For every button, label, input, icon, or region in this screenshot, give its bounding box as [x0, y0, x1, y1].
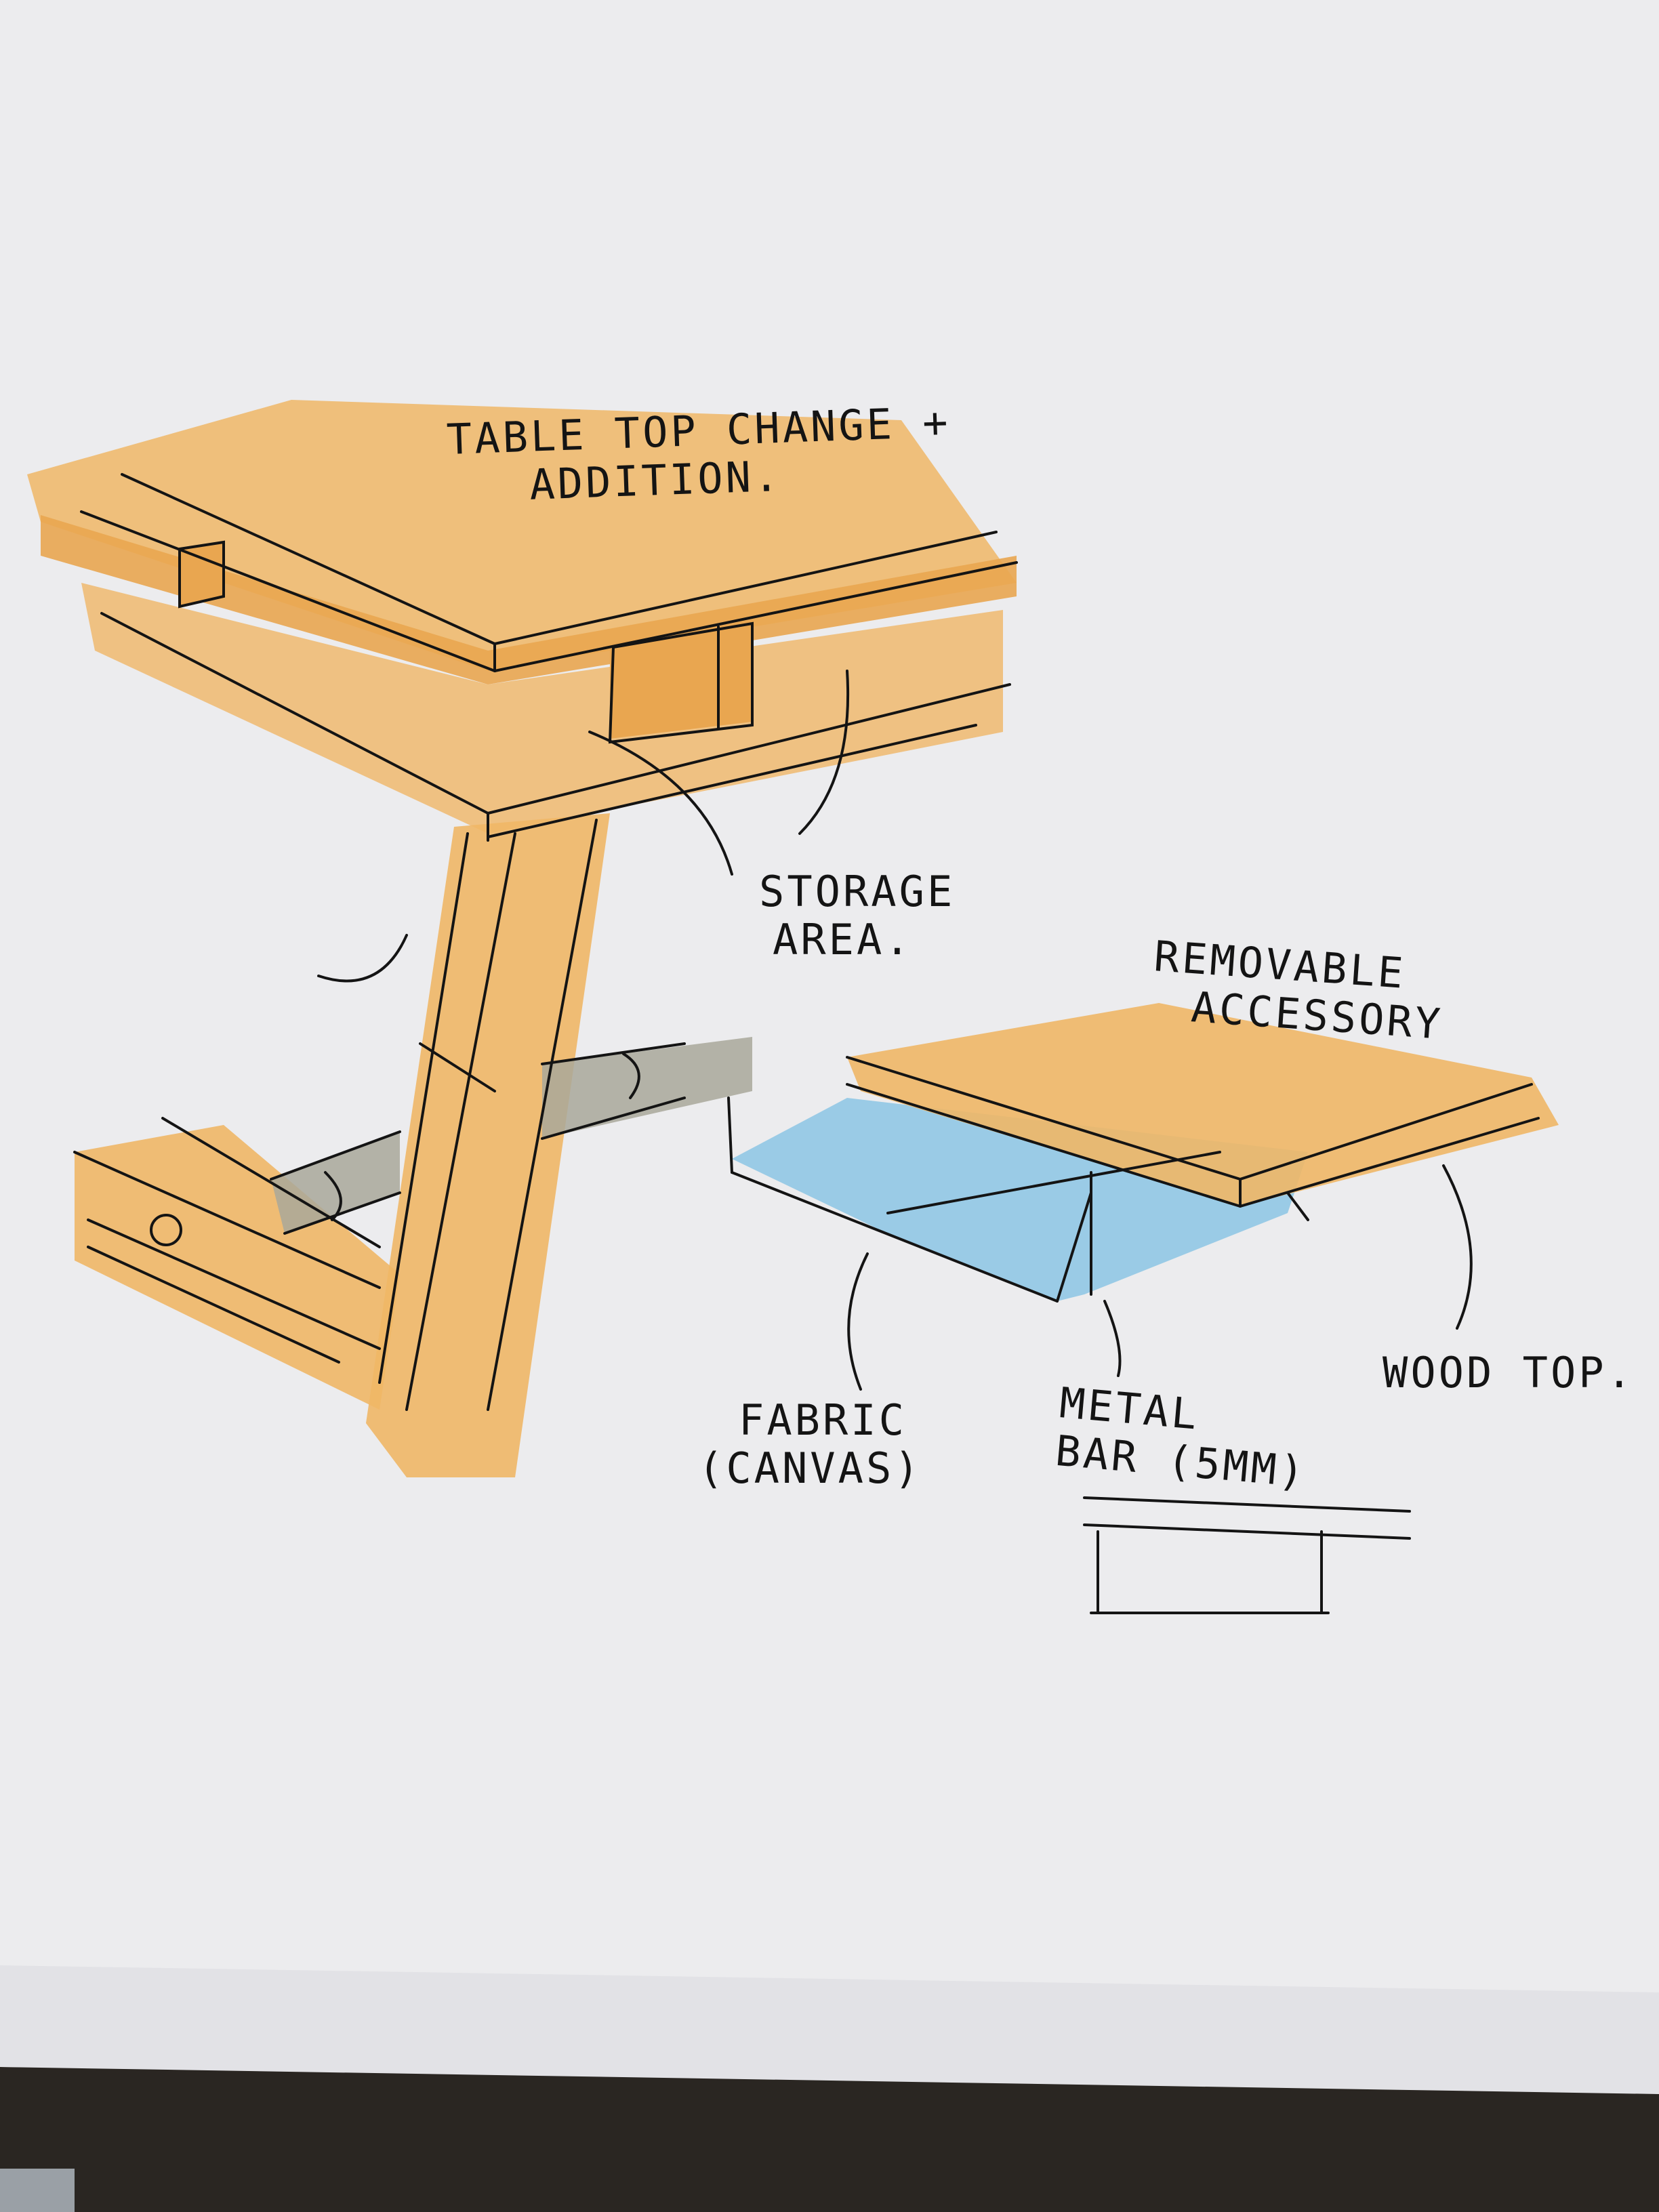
storage-line-2: AREA. — [773, 915, 913, 965]
paper-shadow — [0, 1965, 1659, 2094]
accessory-label: REMOVABLE ACCESSORY — [1149, 931, 1448, 1049]
title-label: TABLE TOP CHANGE + ADDITION. — [446, 397, 953, 512]
wood-top-text: WOOD TOP. — [1382, 1348, 1635, 1397]
paper-sheet — [0, 0, 1659, 2094]
storage-line-1: STORAGE — [759, 867, 956, 916]
metal-rod-upper — [542, 1037, 752, 1139]
storage-block-left — [180, 542, 224, 607]
table-foot — [75, 1125, 400, 1410]
storage-area-label: STORAGE AREA. — [759, 867, 955, 964]
fabric-label: FABRIC (CANVAS) — [698, 1396, 922, 1493]
wood-top-label: WOOD TOP. — [1382, 1349, 1635, 1397]
accessory-ink-lines — [588, 670, 1540, 1614]
fabric-line-2: (CANVAS) — [698, 1443, 922, 1494]
background-strip — [0, 2169, 75, 2212]
wood-top-surface — [847, 1003, 1559, 1206]
table-sketch — [27, 400, 1018, 1477]
table-ink-lines — [73, 473, 1018, 1411]
table-leg — [366, 813, 610, 1477]
accessory-sketch — [588, 670, 1559, 1614]
table-top-edge — [41, 515, 1017, 684]
fabric-line-1: FABRIC — [739, 1395, 907, 1445]
storage-block-right — [610, 620, 752, 739]
